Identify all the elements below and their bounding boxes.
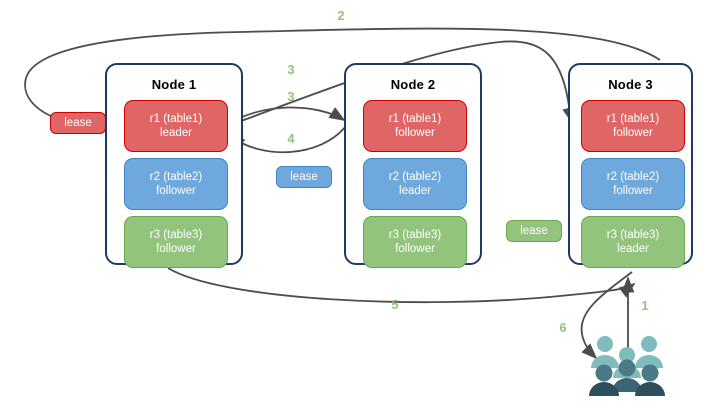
- edge-label-1: 1: [641, 298, 649, 313]
- replica-r1-node2[interactable]: r1 (table1) follower: [363, 100, 467, 152]
- replica-role: leader: [399, 185, 431, 197]
- replica-r3-node3[interactable]: r3 (table3) leader: [581, 216, 685, 268]
- replica-r3-node1[interactable]: r3 (table3) follower: [124, 216, 228, 268]
- edge-label-6: 6: [559, 320, 567, 335]
- replica-r3-node2[interactable]: r3 (table3) follower: [363, 216, 467, 268]
- replica-r2-node3[interactable]: r2 (table2) follower: [581, 158, 685, 210]
- edge-label-3a: 3: [287, 62, 295, 77]
- replica-r2-node1[interactable]: r2 (table2) follower: [124, 158, 228, 210]
- node-title: Node 3: [608, 77, 653, 92]
- replica-role: follower: [613, 127, 653, 139]
- replica-name: r1 (table1): [388, 113, 442, 125]
- replica-role: follower: [156, 243, 196, 255]
- replica-r1-node1[interactable]: r1 (table1) leader: [124, 100, 228, 152]
- replica-role: follower: [395, 127, 435, 139]
- lease-badge-green[interactable]: lease: [506, 220, 562, 242]
- edge-label-3b: 3: [287, 89, 295, 104]
- replica-name: r3 (table3): [606, 229, 660, 241]
- edge-label-4: 4: [287, 131, 295, 146]
- replica-name: r2 (table2): [388, 171, 442, 183]
- lease-label: lease: [290, 170, 318, 183]
- replica-r1-node3[interactable]: r1 (table1) follower: [581, 100, 685, 152]
- edge-label-2: 2: [337, 8, 345, 23]
- replica-role: leader: [160, 127, 192, 139]
- replica-name: r3 (table3): [149, 229, 203, 241]
- node-title: Node 2: [390, 77, 436, 92]
- edge-label-5: 5: [391, 297, 399, 312]
- lease-label: lease: [64, 116, 92, 129]
- replica-role: follower: [395, 243, 435, 255]
- replica-role: follower: [613, 185, 653, 197]
- node-title: Node 1: [151, 77, 197, 92]
- lease-label: lease: [520, 224, 548, 237]
- lease-badge-red[interactable]: lease: [50, 112, 106, 134]
- clients-people-icon[interactable]: [588, 334, 666, 396]
- replica-name: r1 (table1): [149, 113, 203, 125]
- lease-badge-blue[interactable]: lease: [276, 166, 332, 188]
- node-box-node1[interactable]: Node 1 r1 (table1) leader r2 (table2) fo…: [105, 63, 243, 268]
- replica-role: follower: [156, 185, 196, 197]
- replica-role: leader: [617, 243, 649, 255]
- node-box-node2[interactable]: Node 2 r1 (table1) follower r2 (table2) …: [344, 63, 482, 268]
- replica-name: r2 (table2): [606, 171, 660, 183]
- node-box-node3[interactable]: Node 3 r1 (table1) follower r2 (table2) …: [568, 63, 693, 268]
- replica-name: r3 (table3): [388, 229, 442, 241]
- replica-r2-node2[interactable]: r2 (table2) leader: [363, 158, 467, 210]
- replica-name: r1 (table1): [606, 113, 660, 125]
- replica-name: r2 (table2): [149, 171, 203, 183]
